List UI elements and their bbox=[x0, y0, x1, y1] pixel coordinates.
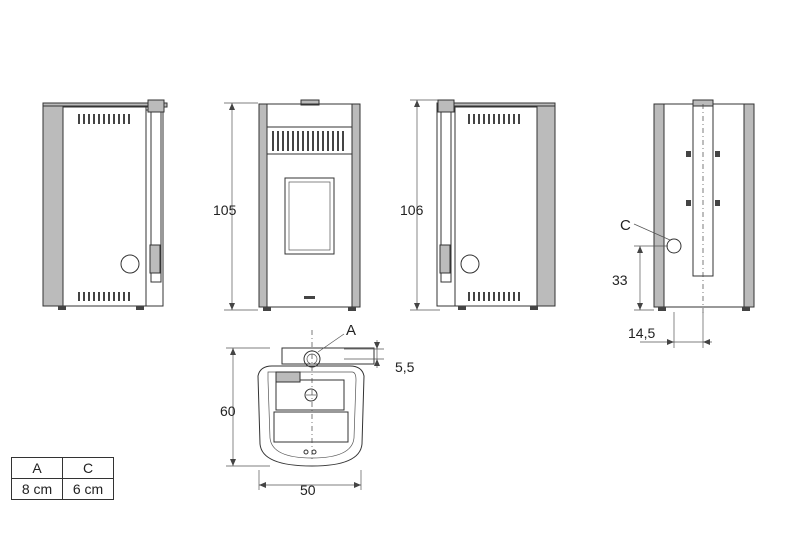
front-grille bbox=[272, 131, 344, 151]
legend-value-a: 8 cm bbox=[11, 478, 63, 500]
rear-view: C 33 14,5 bbox=[612, 99, 755, 348]
side-vent-top-right bbox=[468, 114, 520, 124]
depth-label: 60 bbox=[220, 403, 236, 419]
flue-offset-label: 5,5 bbox=[395, 359, 415, 375]
width-label: 50 bbox=[300, 482, 316, 498]
front-height-label: 105 bbox=[213, 202, 237, 218]
legend-header-c: C bbox=[62, 457, 114, 479]
side-view-left bbox=[42, 99, 168, 310]
fire-window bbox=[284, 177, 335, 255]
air-inlet-icon bbox=[120, 254, 140, 274]
outlet-c-label: C bbox=[620, 217, 631, 234]
rear-outlet-height-label: 33 bbox=[612, 272, 628, 288]
side-vent-bottom bbox=[78, 292, 130, 301]
legend-header-a: A bbox=[11, 457, 63, 479]
side-vent-bottom-right bbox=[468, 292, 520, 301]
side-view-right: 106 bbox=[400, 99, 556, 311]
air-inlet-icon bbox=[460, 254, 480, 274]
side-vent-top bbox=[78, 114, 130, 124]
front-view: 105 bbox=[213, 99, 361, 311]
rear-outlet-offset-label: 14,5 bbox=[628, 325, 655, 341]
side-height-label: 106 bbox=[400, 202, 424, 218]
outlet-size-table: A C 8 cm 6 cm bbox=[11, 457, 114, 500]
outlet-c-icon bbox=[666, 238, 682, 254]
legend-value-c: 6 cm bbox=[62, 478, 114, 500]
top-view: 60 50 A 5,5 bbox=[220, 322, 415, 498]
outlet-a-label: A bbox=[346, 322, 356, 339]
